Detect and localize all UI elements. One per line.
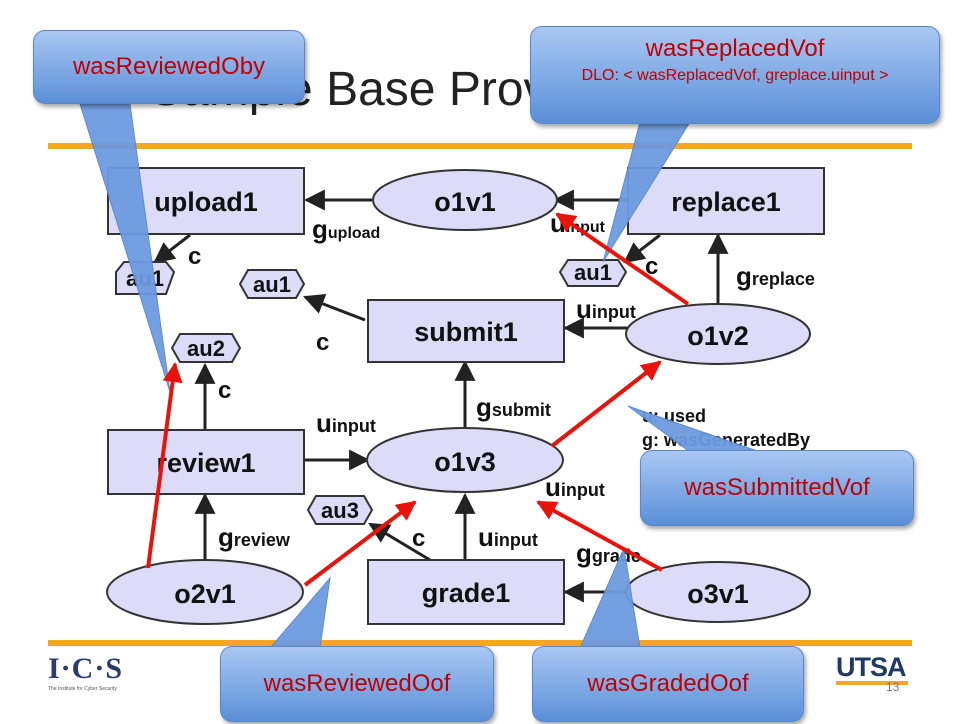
svg-text:greview: greview <box>218 522 291 552</box>
u-grade1-main: u <box>478 522 494 552</box>
arrow-o1v3-o1v2 <box>550 360 662 448</box>
label-au2: au2 <box>187 336 225 361</box>
node-o1v3-ellipse <box>366 427 564 493</box>
label-o1v2: o1v2 <box>687 321 749 351</box>
label-au1-right: au1 <box>574 260 612 285</box>
edge-upload1-au1 <box>153 233 191 264</box>
node-replace1-box <box>627 167 825 235</box>
callout-replacedVof-dl: DLO: < wasReplacedVof, greplace.uinput > <box>581 67 889 84</box>
node-o1v2-ellipse <box>625 303 811 365</box>
svg-text:greplace: greplace <box>736 261 815 291</box>
ics-logo-subtitle: The Institute for Cyber Security <box>48 686 117 692</box>
u-grade1-sub: input <box>494 530 538 550</box>
label-au3: au3 <box>321 498 359 523</box>
c-review: c <box>218 377 231 404</box>
node-au2-hex <box>170 333 242 363</box>
label-upload1: upload1 <box>154 187 258 217</box>
label-o1v3: o1v3 <box>434 447 496 477</box>
callout-gradedOof: wasGradedOof <box>532 646 804 722</box>
svg-text:gsubmit: gsubmit <box>476 392 551 422</box>
u-submit-main: u <box>576 294 592 324</box>
arrow-o2v1-au2 <box>146 362 183 569</box>
label-review1: review1 <box>156 448 255 478</box>
node-o1v1-ellipse <box>372 169 558 231</box>
utsa-logo: UTSA <box>836 652 906 682</box>
node-grade1-box <box>367 559 565 625</box>
g-replace-sub: replace <box>752 269 815 289</box>
c-upload: c <box>188 243 201 270</box>
label-replace1: replace1 <box>671 187 781 217</box>
edge-submit1-au1 <box>303 293 366 322</box>
user-nodes <box>115 259 628 525</box>
label-o2v1: o2v1 <box>174 579 236 609</box>
g-submit-main: g <box>476 392 492 422</box>
callout-pointers <box>79 103 761 649</box>
g-upload-sub: upload <box>328 225 380 242</box>
u-grade-main: u <box>545 472 561 502</box>
node-submit1-box <box>367 299 565 363</box>
page-number: 13 <box>886 680 900 694</box>
arrow-o1v2-o1v1 <box>555 212 690 306</box>
svg-text:uinput: uinput <box>478 522 538 552</box>
utsa-logo-bar <box>836 681 908 685</box>
u-grade-sub: input <box>561 480 605 500</box>
node-au1-right-hex <box>558 259 628 287</box>
u-top-main: u <box>550 208 566 238</box>
callout-reviewedOof: wasReviewedOof <box>220 646 494 722</box>
callout-submittedVof: wasSubmittedVof <box>640 450 914 526</box>
g-grade-main: g <box>576 538 592 568</box>
derivation-arrows <box>146 212 690 587</box>
node-o2v1-ellipse <box>106 559 304 625</box>
label-grade1: grade1 <box>422 578 511 608</box>
u-review-sub: input <box>332 416 376 436</box>
svg-text:uinput: uinput <box>545 472 605 502</box>
node-au1-mid-hex <box>238 269 306 299</box>
svg-text:uinput: uinput <box>316 408 376 438</box>
object-nodes <box>106 169 811 625</box>
label-au1-mid: au1 <box>253 272 291 297</box>
callout-submittedVof-text: wasSubmittedVof <box>684 474 870 501</box>
g-upload-main: g <box>312 214 328 244</box>
node-review1-box <box>107 429 305 495</box>
bottom-rule <box>48 640 912 646</box>
label-o3v1: o3v1 <box>687 579 749 609</box>
top-rule <box>48 143 912 149</box>
c-grade: c <box>412 525 425 552</box>
callout-replacedVof: wasReplacedVof DLO: < wasReplacedVof, gr… <box>530 26 940 124</box>
g-replace-main: g <box>736 261 752 291</box>
ics-logo: I·C·S <box>48 652 124 685</box>
c-replace: c <box>645 253 658 280</box>
edge-labels: gupload uinput c c greplace c uinput c g… <box>188 208 815 568</box>
edge-replace1-au1 <box>623 233 661 264</box>
svg-text:gupload: gupload <box>312 214 380 244</box>
callout-reviewedOof-text: wasReviewedOof <box>263 670 451 697</box>
g-submit-sub: submit <box>492 400 551 420</box>
callout-gradedOof-text: wasGradedOof <box>587 670 749 697</box>
g-review-main: g <box>218 522 234 552</box>
pointer-reviewedOby <box>79 103 171 393</box>
callout-reviewedOby: wasReviewedOby <box>33 30 305 104</box>
node-au3-hex <box>306 495 374 525</box>
arrow-o2v1-o1v3 <box>303 500 417 587</box>
c-submit: c <box>316 329 329 356</box>
u-submit-sub: input <box>592 302 636 322</box>
arrow-o3v1-o1v3 <box>536 500 663 572</box>
callout-replacedVof-text: wasReplacedVof <box>645 35 825 62</box>
u-review-main: u <box>316 408 332 438</box>
svg-text:uinput: uinput <box>576 294 636 324</box>
label-o1v1: o1v1 <box>434 187 496 217</box>
callout-reviewedOby-text: wasReviewedOby <box>72 53 266 80</box>
label-submit1: submit1 <box>414 317 518 347</box>
g-review-sub: review <box>234 530 291 550</box>
